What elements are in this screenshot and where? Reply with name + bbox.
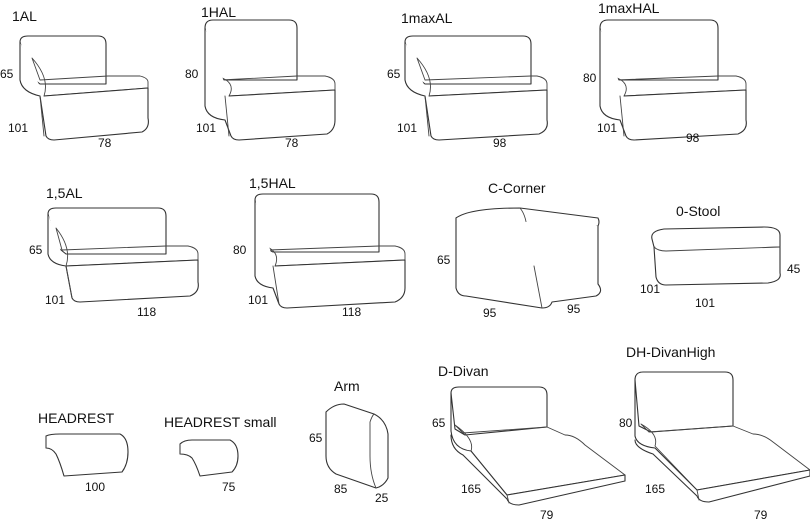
module-dhdivanhigh: DH-DivanHigh 80 165 79	[615, 340, 810, 522]
dhdivanhigh-drawing	[634, 371, 810, 503]
module-1maxal: 1maxAL 65 101 98	[385, 0, 570, 150]
module-1maxhal-depth: 101	[597, 121, 618, 135]
module-ccorner-name: C-Corner	[488, 180, 546, 196]
module-1maxhal-name: 1maxHAL	[598, 0, 660, 16]
module-ddivan-name: D-Divan	[438, 363, 489, 379]
module-0stool-depth: 101	[640, 282, 661, 296]
15al-drawing	[47, 207, 199, 303]
module-15hal-depth: 101	[248, 293, 269, 307]
headrestsmall-drawing	[179, 439, 239, 477]
module-arm-width: 25	[375, 491, 389, 505]
module-headrest: HEADREST 100	[0, 400, 150, 510]
module-15hal-height: 80	[233, 243, 247, 257]
module-1al: 1AL 65 101 78	[0, 0, 160, 150]
module-15al: 1,5AL 65 101 118	[0, 170, 215, 325]
module-15hal-width: 118	[342, 305, 362, 319]
module-arm-height: 65	[309, 431, 323, 445]
module-headrest-width: 100	[85, 480, 106, 494]
module-ccorner-depth-left: 95	[483, 306, 497, 320]
ccorner-drawing	[455, 207, 602, 309]
module-ddivan-depth: 165	[461, 482, 482, 496]
module-ddivan-width: 79	[540, 508, 554, 522]
module-headrestsmall: HEADREST small 75	[150, 400, 300, 510]
module-15al-name: 1,5AL	[46, 185, 83, 201]
arm-drawing	[325, 403, 389, 489]
1maxal-drawing	[404, 35, 548, 141]
1hal-drawing	[204, 19, 336, 141]
module-0stool-height: 45	[787, 262, 801, 276]
ddivan-drawing	[450, 386, 626, 506]
1maxhal-drawing	[599, 19, 747, 141]
module-1maxhal-width: 98	[686, 131, 700, 145]
module-arm-depth: 85	[334, 482, 348, 496]
module-dhdivanhigh-height: 80	[619, 416, 633, 430]
module-1hal: 1HAL 80 101 78	[185, 0, 365, 150]
module-arm: Arm 65 85 25	[300, 370, 410, 510]
module-1maxal-depth: 101	[397, 121, 418, 135]
module-15hal: 1,5HAL 80 101 118	[225, 170, 425, 325]
module-1maxal-name: 1maxAL	[401, 10, 453, 26]
module-ddivan-height: 65	[432, 416, 446, 430]
module-arm-name: Arm	[334, 378, 360, 394]
1al-drawing	[19, 35, 149, 141]
module-0stool: 0-Stool 45 101 101	[630, 195, 810, 325]
module-ddivan: D-Divan 65 165 79	[425, 355, 626, 522]
module-headrestsmall-name: HEADREST small	[164, 414, 277, 430]
module-15al-height: 65	[29, 243, 43, 257]
module-dhdivanhigh-depth: 165	[645, 482, 666, 496]
module-ccorner-height: 65	[437, 253, 451, 267]
module-1al-depth: 101	[8, 121, 29, 135]
module-1hal-height: 80	[185, 67, 199, 81]
module-1maxhal-height: 80	[583, 71, 597, 85]
headrest-drawing	[45, 433, 129, 477]
module-0stool-name: 0-Stool	[676, 203, 721, 219]
15hal-drawing	[254, 193, 406, 309]
0stool-drawing	[651, 226, 781, 286]
module-dhdivanhigh-width: 79	[754, 508, 768, 522]
module-1al-height: 65	[0, 67, 14, 81]
module-headrest-name: HEADREST	[38, 410, 115, 426]
module-headrestsmall-width: 75	[222, 480, 236, 494]
module-ccorner-depth-right: 95	[567, 302, 581, 316]
module-1maxhal: 1maxHAL 80 101 98	[580, 0, 765, 150]
module-15al-depth: 101	[45, 293, 66, 307]
module-1al-width: 78	[98, 136, 112, 150]
module-1maxal-width: 98	[493, 136, 507, 150]
module-1maxal-height: 65	[387, 67, 401, 81]
module-0stool-width: 101	[695, 296, 716, 310]
module-15hal-name: 1,5HAL	[249, 175, 296, 191]
module-1al-name: 1AL	[12, 8, 37, 24]
module-15al-width: 118	[137, 305, 157, 319]
module-ccorner: C-Corner 65 95 95	[430, 170, 615, 325]
module-1hal-name: 1HAL	[201, 4, 237, 20]
module-dhdivanhigh-name: DH-DivanHigh	[626, 344, 716, 360]
module-1hal-depth: 101	[196, 121, 217, 135]
module-1hal-width: 78	[285, 136, 299, 150]
